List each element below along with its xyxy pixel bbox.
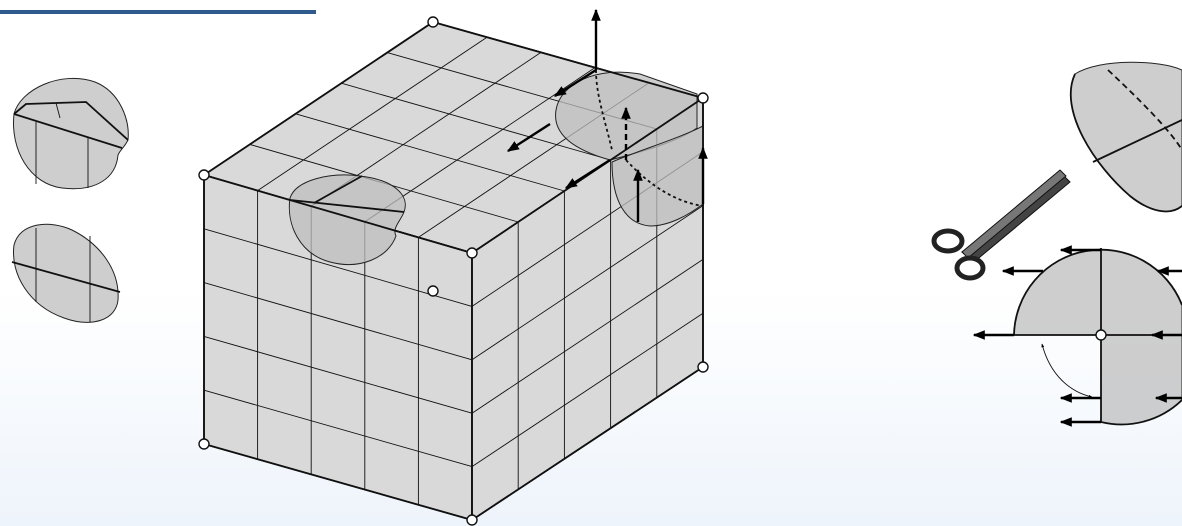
stress-arrow-diag-2 [506, 122, 551, 153]
section-sketch-top [12, 77, 129, 190]
vertex-top-front [466, 247, 478, 259]
top-section [288, 174, 406, 265]
vertex-hidden [427, 285, 439, 297]
header-bar [0, 10, 316, 14]
rotation-arc [1041, 343, 1093, 398]
grid-line [295, 113, 565, 192]
stress-arrow-diag-1 [553, 68, 597, 98]
corner-section-right [611, 125, 704, 227]
vertex-bottom-right [697, 361, 709, 373]
scissors-icon [931, 169, 1071, 281]
grid-line [203, 389, 473, 468]
grid-line [257, 36, 488, 191]
grid-line [203, 282, 473, 361]
front-face-grid [203, 190, 473, 505]
vertex-bottom-left [198, 438, 210, 450]
vertex-top-left [198, 169, 210, 181]
grid-line [203, 335, 473, 414]
grid-line [203, 228, 473, 307]
half-disc-section [972, 245, 1182, 427]
grid-line [341, 82, 611, 161]
vertex-top-right [697, 92, 709, 104]
grid-line [471, 312, 704, 467]
section-sketch-bottom [11, 223, 121, 323]
vertex-bottom-front [466, 514, 478, 526]
grid-line [471, 205, 704, 361]
grid-line [471, 259, 704, 414]
cone-section [1069, 61, 1182, 213]
stress-arrow-diag-3 [564, 158, 611, 190]
cube [198, 8, 709, 526]
vertex-top-back [427, 16, 439, 28]
